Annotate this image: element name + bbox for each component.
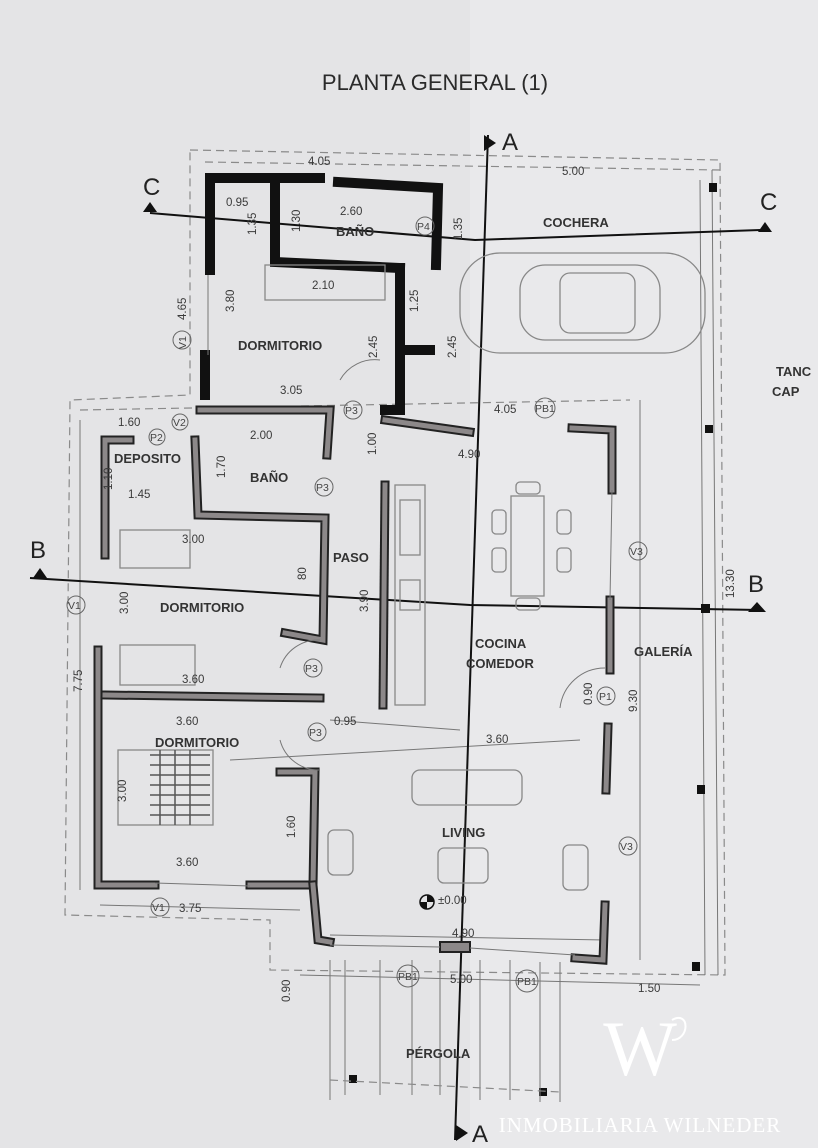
- dimension: 0.95: [334, 716, 356, 728]
- label-cap: CAP: [772, 384, 800, 399]
- tag: PB1: [535, 403, 555, 415]
- plan-title: PLANTA GENERAL (1): [322, 70, 548, 95]
- room-cocina: COCINA: [475, 636, 527, 651]
- dimension: 3.60: [486, 734, 508, 746]
- watermark-text: INMOBILIARIA WILNEDER: [499, 1113, 782, 1137]
- dimension: 3.00: [119, 592, 131, 614]
- section-b-right: B: [748, 571, 764, 598]
- room-paso: PASO: [333, 550, 369, 565]
- dimension: 1.45: [128, 489, 150, 501]
- dimension: 3.60: [176, 857, 198, 869]
- level-marker-icon: [419, 894, 435, 910]
- dimension: 5.00: [562, 166, 584, 178]
- dimension: 4.05: [308, 156, 330, 168]
- dimension: 1.35: [453, 218, 465, 240]
- pergola-structure: [329, 960, 561, 1102]
- tag: P2: [150, 432, 163, 444]
- dimension: 80: [297, 567, 309, 580]
- room-living: LIVING: [442, 825, 485, 840]
- car-icon: [459, 252, 706, 354]
- dimension: 2.00: [250, 430, 272, 442]
- room-bano-top: BAÑO: [336, 224, 374, 239]
- dimension: 3.80: [225, 290, 237, 312]
- dimension: 2.10: [312, 280, 334, 292]
- dimension: 3.05: [280, 385, 302, 397]
- bed-icon: [117, 264, 386, 826]
- tag: V1: [152, 902, 165, 914]
- dining-table-icon: [491, 481, 572, 611]
- dimension-labels: 4.05 5.00 0.95 2.60 1.30 1.35 1.35 3.80 …: [73, 156, 737, 1002]
- room-comedor: COMEDOR: [466, 656, 535, 671]
- walls-upper: [200, 173, 444, 415]
- dimension: 1.10: [103, 468, 115, 490]
- section-b-left: B: [30, 537, 46, 564]
- room-dormitorio-2: DORMITORIO: [160, 600, 244, 615]
- room-deposito: DEPOSITO: [114, 451, 181, 466]
- dimension: 7.75: [73, 670, 85, 692]
- tag: V1: [68, 600, 81, 612]
- dimension: 3.00: [182, 534, 204, 546]
- dimension: 0.95: [226, 197, 248, 209]
- room-dormitorio-1: DORMITORIO: [238, 338, 322, 353]
- dimension: 3.75: [179, 903, 201, 915]
- dimension: 1.70: [216, 456, 228, 478]
- room-pergola: PÉRGOLA: [406, 1046, 471, 1061]
- dimension: 3.60: [182, 674, 204, 686]
- dimension: 1.35: [247, 213, 259, 235]
- watermark-logo: W: [603, 1005, 677, 1092]
- tag: V2: [173, 417, 186, 429]
- tag: V3: [620, 841, 633, 853]
- dimension: 1.30: [291, 210, 303, 232]
- section-c-left: C: [143, 174, 160, 201]
- dimension: 1.60: [118, 417, 140, 429]
- columns: [349, 183, 717, 1096]
- tag: P3: [316, 482, 329, 494]
- dimension: 2.45: [447, 336, 459, 358]
- tag: V1: [177, 336, 189, 349]
- dimension: 2.45: [368, 336, 380, 358]
- dimension: 3.60: [176, 716, 198, 728]
- room-galeria: GALERÍA: [634, 644, 693, 659]
- watermark: W INMOBILIARIA WILNEDER: [499, 1005, 782, 1137]
- tag: PB1: [517, 976, 537, 988]
- dimension: 3.00: [117, 780, 129, 802]
- tag: P3: [345, 405, 358, 417]
- tag: P3: [309, 727, 322, 739]
- dimension: 5.00: [450, 974, 472, 986]
- dimension: 13.30: [725, 569, 737, 598]
- dimension: 0.90: [281, 980, 293, 1002]
- door-swings: [279, 359, 606, 771]
- tag: P1: [599, 691, 612, 703]
- section-a-bottom: A: [472, 1121, 488, 1148]
- room-cochera: COCHERA: [543, 215, 609, 230]
- dimension: 4.05: [494, 404, 516, 416]
- dimension: 1.00: [367, 433, 379, 455]
- section-c-right: C: [760, 189, 777, 216]
- dimension: 1.60: [286, 816, 298, 838]
- opening-tags: V1 V2 P2 P3 P4 P3 P3 P3 PB1 V3 P1 V3 V1 …: [66, 216, 648, 993]
- room-dormitorio-3: DORMITORIO: [155, 735, 239, 750]
- tag: P4: [417, 221, 430, 233]
- sofa-icon: [327, 769, 589, 891]
- dimension: 4.65: [177, 298, 189, 320]
- section-a-top: A: [502, 129, 518, 156]
- dimension: ±0.00: [438, 895, 467, 907]
- dimension: 2.60: [340, 206, 362, 218]
- dimension: 3.90: [359, 590, 371, 612]
- section-lines: [29, 134, 772, 1141]
- dimension: 4.90: [452, 928, 474, 940]
- tag: PB1: [398, 971, 418, 983]
- tag: V3: [630, 546, 643, 558]
- room-labels: BAÑO COCHERA DORMITORIO DEPOSITO BAÑO PA…: [114, 215, 812, 1061]
- dimension: 1.50: [638, 983, 660, 995]
- room-bano-2: BAÑO: [250, 470, 288, 485]
- label-tanc: TANC: [776, 364, 812, 379]
- dimension: 0.90: [583, 683, 595, 705]
- walls-lower: [93, 405, 617, 965]
- tag: P3: [305, 663, 318, 675]
- kitchen-counter-icon: [394, 484, 426, 706]
- dimension: 4.90: [458, 449, 480, 461]
- dimension: 9.30: [628, 690, 640, 712]
- dimension: 1.25: [409, 290, 421, 312]
